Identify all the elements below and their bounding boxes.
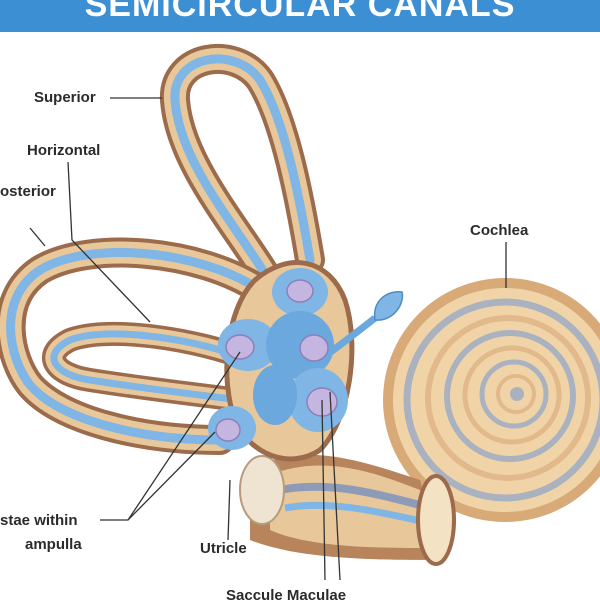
posterior-canal: [0, 237, 275, 455]
horizontal-canal: [42, 321, 262, 412]
label-saccule-maculae: Saccule Maculae: [226, 587, 347, 604]
leader-lines: [29, 97, 507, 581]
label-cristae-line1: stae within: [0, 512, 78, 529]
label-superior: Superior: [34, 89, 96, 106]
banner-title: SEMICIRCULAR CANALS: [84, 0, 516, 24]
label-cristae-line2: ampulla: [25, 536, 82, 553]
title-banner: SEMICIRCULAR CANALS: [0, 0, 600, 32]
label-posterior: osterior: [0, 183, 56, 200]
label-horizontal: Horizontal: [27, 142, 101, 159]
vestibule-base: [239, 454, 456, 566]
label-cochlea: Cochlea: [470, 222, 529, 239]
superior-canal: [160, 44, 325, 315]
label-utricle: Utricle: [200, 540, 247, 557]
cochlea: [383, 278, 600, 522]
